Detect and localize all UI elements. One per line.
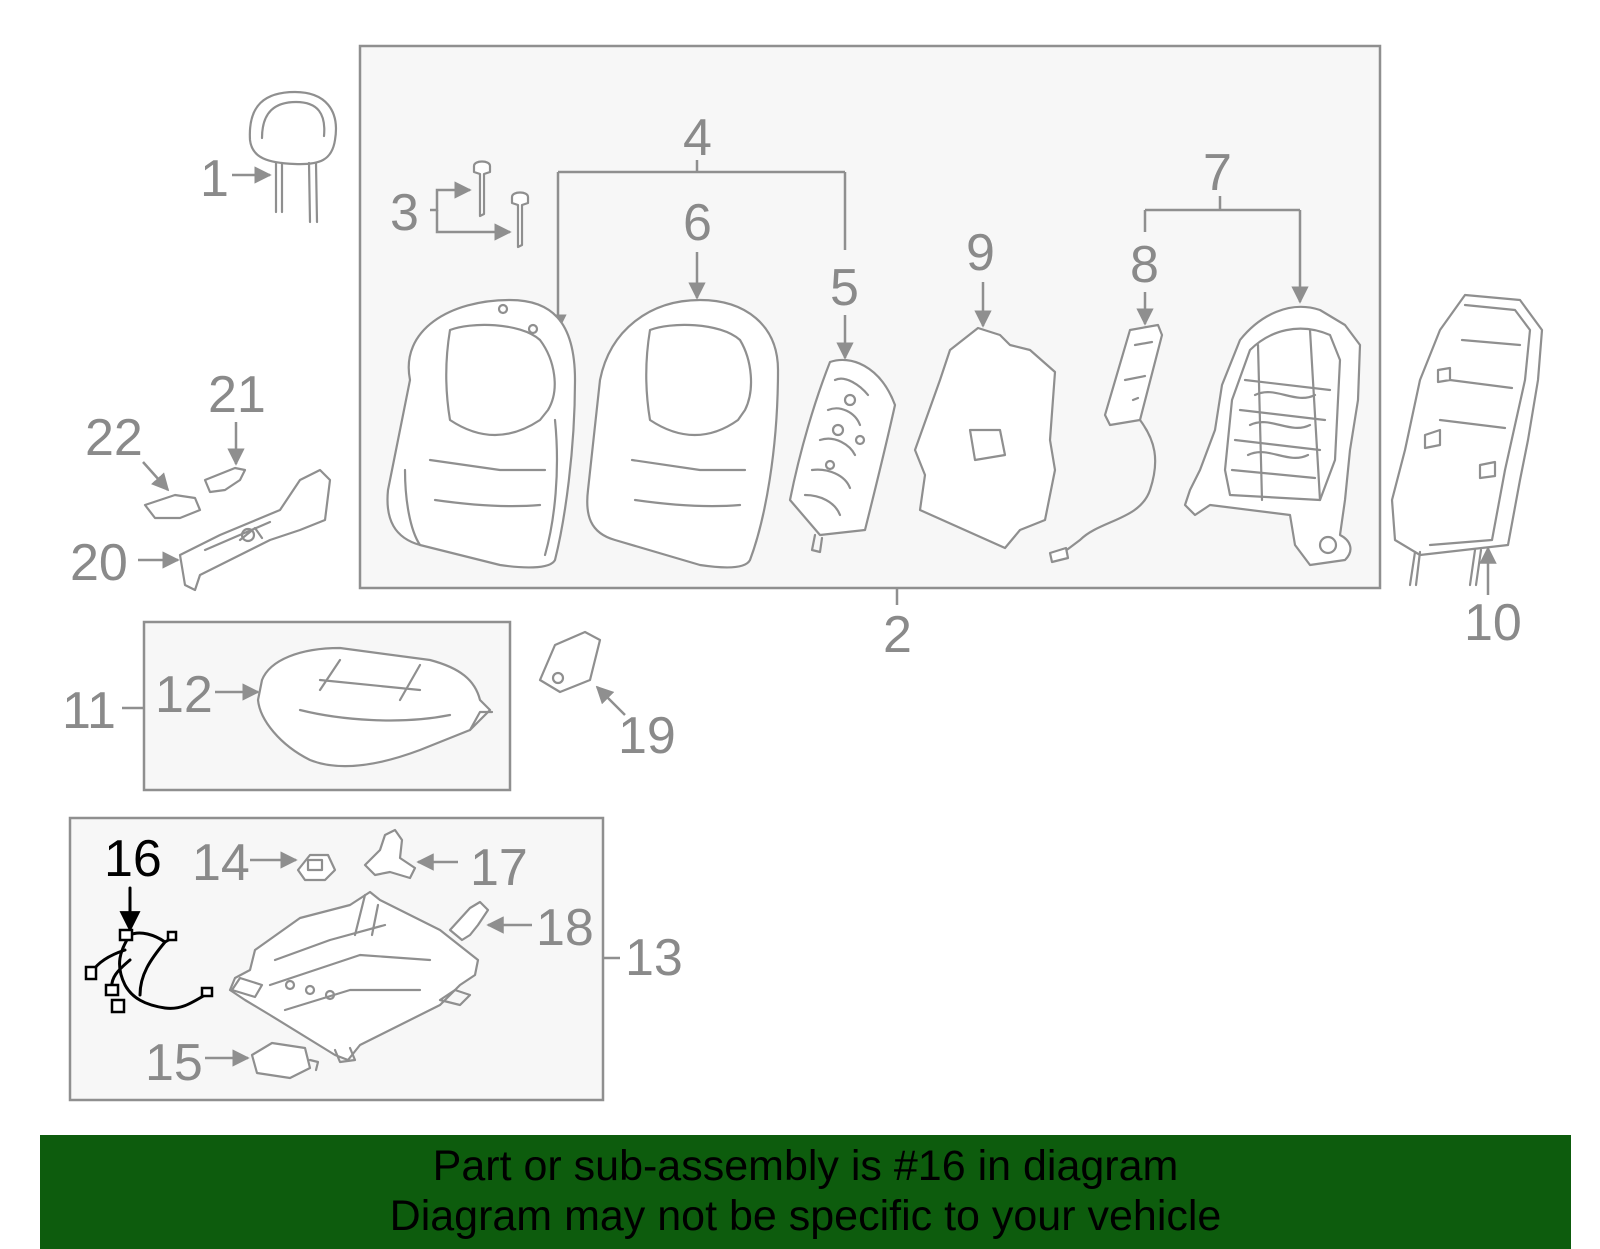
part-16-wiring-harness[interactable] xyxy=(84,928,214,1014)
part-18-clip[interactable] xyxy=(448,900,490,942)
part-19-bracket[interactable] xyxy=(538,630,602,694)
part-4-seatback-cover[interactable] xyxy=(386,298,577,569)
part-1-headrest[interactable] xyxy=(248,90,338,224)
label-14: 14 xyxy=(192,834,250,892)
label-7: 7 xyxy=(1203,144,1232,202)
part-22-knob[interactable] xyxy=(143,493,202,520)
part-13-seat-frame[interactable] xyxy=(228,890,480,1064)
label-17: 17 xyxy=(470,839,528,897)
leader-22 xyxy=(142,461,170,492)
leader-3b xyxy=(435,210,512,241)
label-6: 6 xyxy=(683,194,712,252)
label-2: 2 xyxy=(883,606,912,664)
label-9: 9 xyxy=(966,224,995,282)
label-1: 1 xyxy=(200,150,229,208)
label-10: 10 xyxy=(1464,594,1522,652)
part-15-module[interactable] xyxy=(250,1041,320,1080)
part-21-clip[interactable] xyxy=(203,466,247,494)
notice-line-2: Diagram may not be specific to your vehi… xyxy=(389,1192,1222,1240)
part-17-bracket[interactable] xyxy=(363,828,417,880)
label-19: 19 xyxy=(618,707,676,765)
part-20-side-cover[interactable] xyxy=(178,468,332,592)
notice-line-1: Part or sub-assembly is #16 in diagram xyxy=(432,1142,1179,1190)
label-11: 11 xyxy=(62,682,116,740)
part-8-sensor[interactable] xyxy=(1048,323,1164,564)
part-3-pins[interactable] xyxy=(472,160,530,249)
leader-19 xyxy=(595,685,626,716)
label-21: 21 xyxy=(208,366,266,424)
label-18: 18 xyxy=(536,899,594,957)
label-8: 8 xyxy=(1130,236,1159,294)
label-20: 20 xyxy=(70,534,128,592)
part-6-seatback-pad[interactable] xyxy=(586,298,780,569)
label-13: 13 xyxy=(625,929,683,987)
notice-banner: Part or sub-assembly is #16 in diagram D… xyxy=(40,1135,1571,1249)
bracket-7 xyxy=(1143,196,1300,232)
part-14-clip[interactable] xyxy=(296,853,337,882)
label-3: 3 xyxy=(390,184,419,242)
label-16: 16 xyxy=(104,830,162,888)
label-22: 22 xyxy=(85,409,143,467)
label-5: 5 xyxy=(830,259,859,317)
leader-3a xyxy=(430,181,472,212)
label-4: 4 xyxy=(683,109,712,167)
part-12-cushion-cover[interactable] xyxy=(256,646,494,768)
part-10-back-panel[interactable] xyxy=(1390,293,1544,587)
label-12: 12 xyxy=(155,666,213,724)
part-9-pad[interactable] xyxy=(913,326,1057,550)
part-5-heater-mat[interactable] xyxy=(788,358,897,554)
bracket-4 xyxy=(558,160,845,174)
part-7-seatback-frame[interactable] xyxy=(1183,305,1362,567)
label-15: 15 xyxy=(145,1034,203,1092)
